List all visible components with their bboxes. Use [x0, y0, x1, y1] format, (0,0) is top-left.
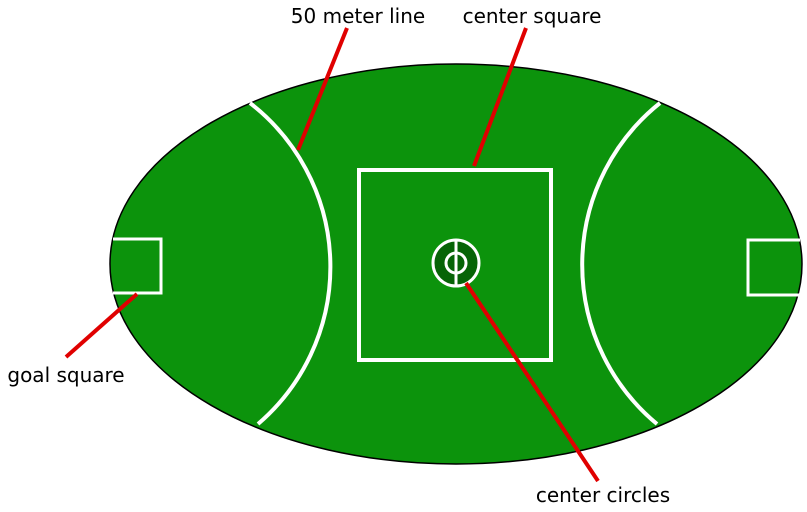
label-center-square: center square	[463, 4, 602, 28]
left-50-meter-arc	[248, 101, 333, 426]
right-goal-square	[746, 238, 800, 297]
label-center-circles: center circles	[536, 483, 670, 507]
label-goal-square: goal square	[7, 363, 124, 387]
pointer-center-circles	[464, 281, 600, 483]
center-circles	[431, 238, 481, 288]
pointer-goal-square	[64, 292, 139, 359]
center-square	[357, 168, 553, 362]
label-50-meter-line: 50 meter line	[291, 4, 425, 28]
pointer-50-meter-line	[296, 27, 349, 151]
pointer-center-square	[472, 27, 528, 167]
left-goal-square	[113, 237, 163, 295]
right-50-meter-arc	[580, 101, 662, 426]
